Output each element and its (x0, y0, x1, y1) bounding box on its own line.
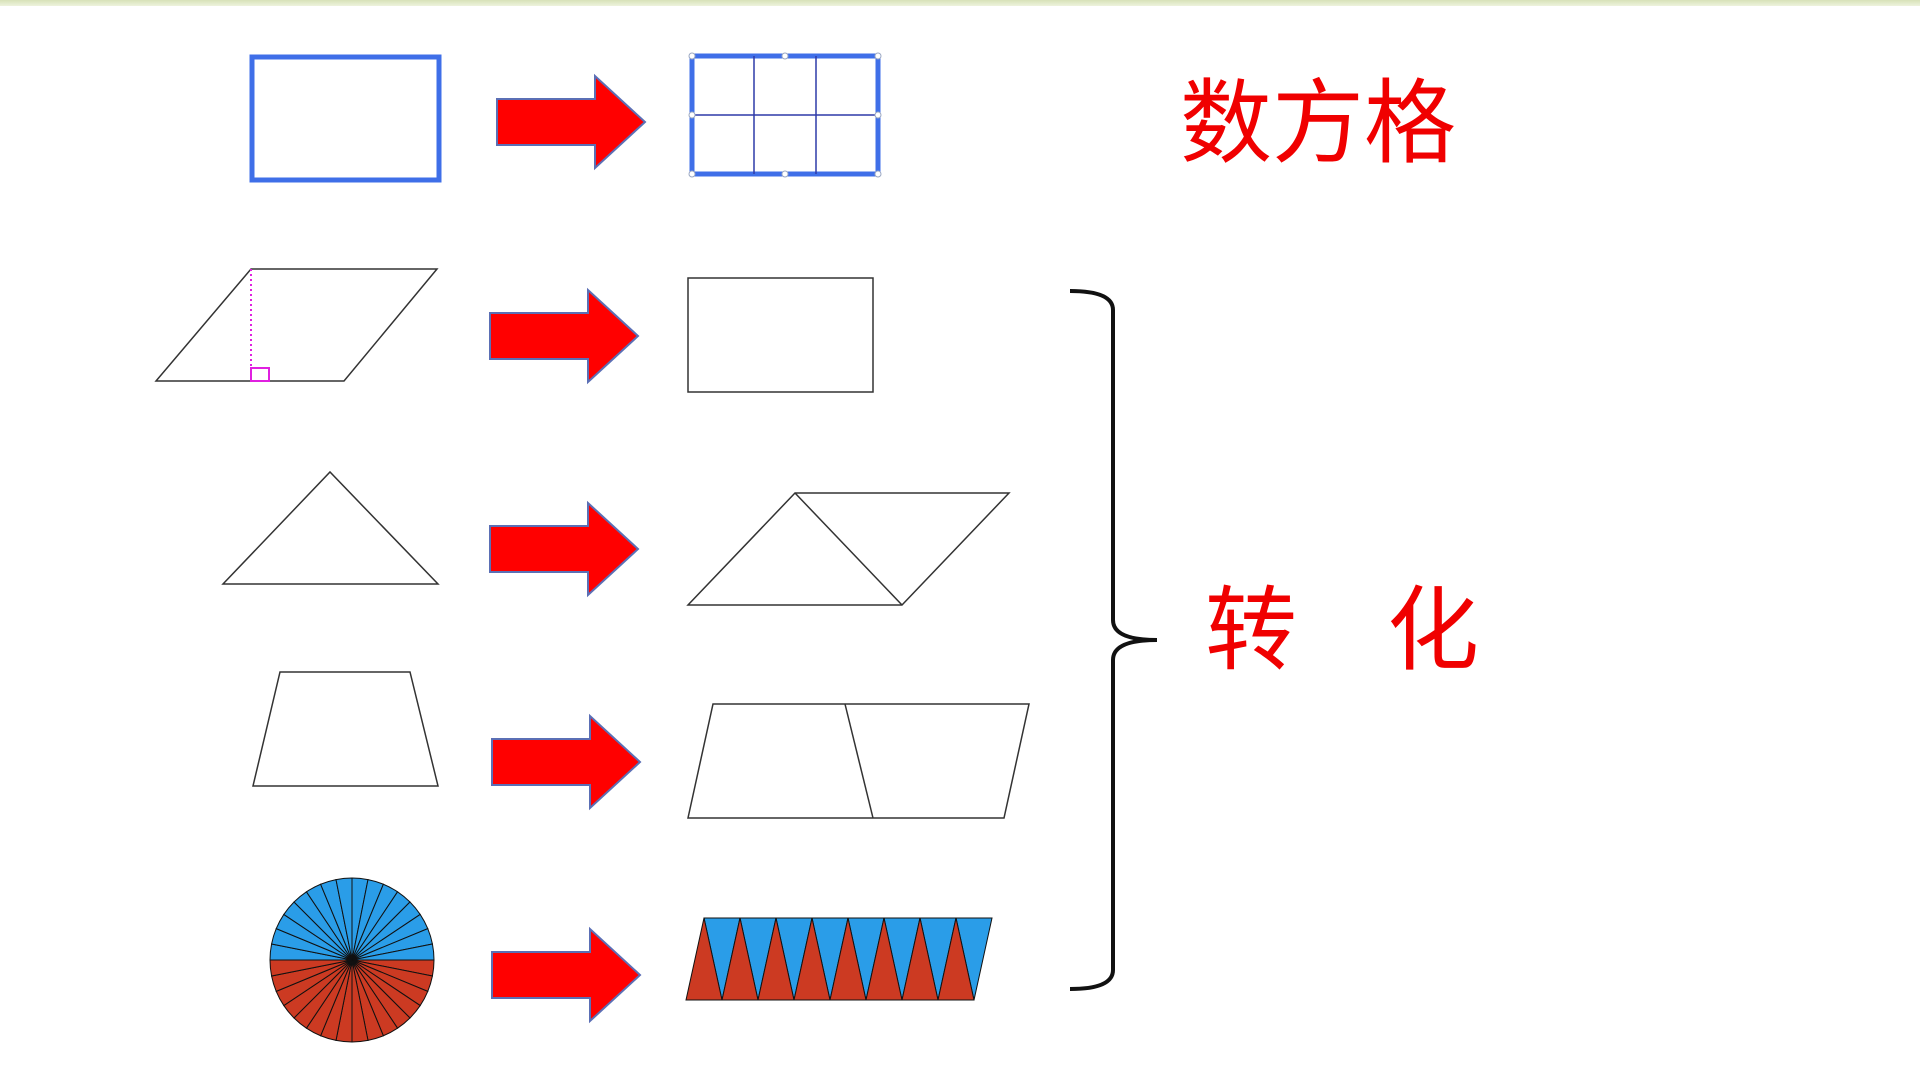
source-triangle (221, 470, 440, 585)
strip-sector-red (721, 917, 759, 1001)
right-curly-brace (1069, 289, 1158, 991)
label-convert-char-1: 转 (1205, 577, 1298, 684)
result-sector-strip (685, 917, 993, 1001)
label-count-grid: 数方格 (1180, 70, 1457, 177)
strip-sector-red (829, 917, 867, 1001)
strip-sector-red (901, 917, 939, 1001)
strip-sector-red (793, 917, 831, 1001)
arrow-row-5 (491, 928, 641, 1022)
strip-sector-red (757, 917, 795, 1001)
arrow-row-2 (489, 289, 639, 383)
grid-rectangle (688, 52, 882, 178)
result-parallelogram-triangles (686, 492, 1011, 606)
arrow-row-4 (491, 715, 641, 809)
strip-sector-red (865, 917, 903, 1001)
source-parallelogram (154, 268, 439, 382)
source-circle-sectors (269, 877, 435, 1043)
top-rule (0, 0, 1920, 6)
strip-sector-red (937, 917, 975, 1001)
strip-sector-red (685, 917, 723, 1001)
label-convert: 转化 (1205, 585, 1479, 677)
label-convert-char-2: 化 (1387, 577, 1480, 684)
arrow-row-1 (496, 75, 646, 169)
result-parallelogram-trapezoids (687, 703, 1030, 819)
source-rectangle (249, 54, 442, 183)
circle-sector (269, 959, 353, 977)
arrow-row-3 (489, 502, 639, 596)
result-rectangle (687, 277, 874, 393)
source-trapezoid (252, 671, 439, 787)
